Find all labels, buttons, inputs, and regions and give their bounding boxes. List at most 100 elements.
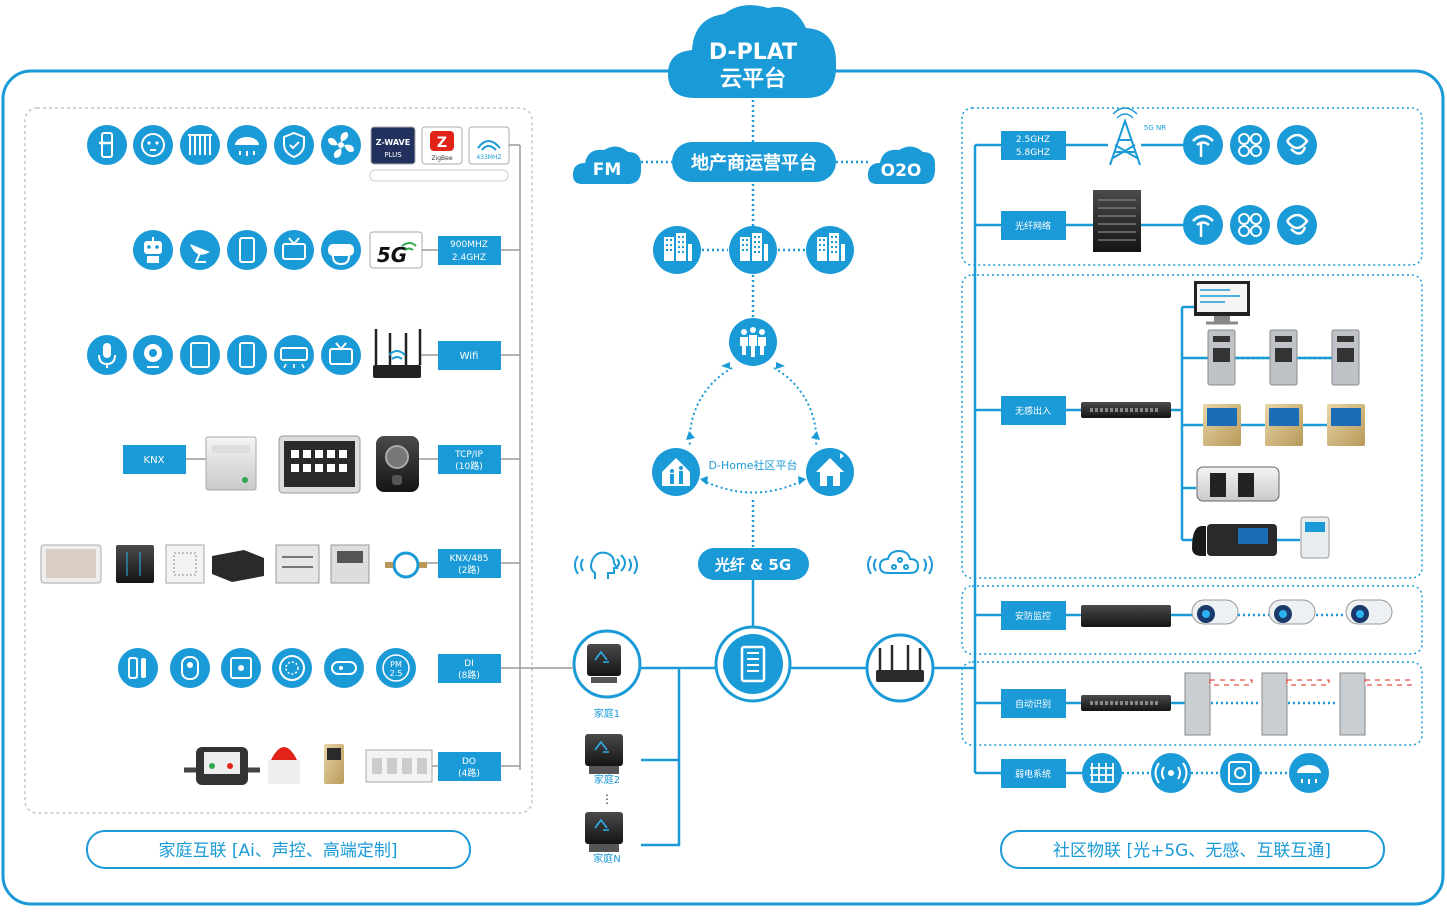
tag-di-line2: (8路) [458,669,480,681]
row1-icons [87,125,361,165]
pm25-sensor-icon: PM2.5 [376,648,416,688]
row7-devices [184,744,433,785]
tag-tcpip-line1: TCP/IP [454,450,483,460]
tag-do-line1: DO [462,757,476,767]
house-icon [806,448,854,496]
phone-icon [227,335,267,375]
knob-controller [376,436,419,492]
svg-text:PM: PM [390,660,402,669]
svg-text:5G: 5G [377,243,407,267]
cloud-link-icon [867,549,933,575]
svg-text:Z: Z [437,135,447,151]
tag-do-line2: (4路) [458,767,480,779]
tag-di [438,654,501,683]
home-router[interactable] [865,633,935,703]
meter-device [330,544,370,584]
camera-icon [133,335,173,375]
tag-access [1001,396,1066,425]
left-caption-pill [86,830,471,869]
china-mobile-icon [1277,125,1317,165]
gas-detector-icon [324,648,364,688]
security-panel [961,585,1423,655]
barrier-gate-device [1184,672,1412,736]
card-reader-device [1300,516,1330,559]
door-station-device [1207,329,1360,386]
tag-knx-label: KNX [144,455,165,466]
people-icon [729,318,777,366]
auto-id-switch-device [1081,695,1171,711]
5g-logo: 5G [369,231,423,269]
tag-900mhz-line1: 900MHZ [450,240,488,250]
water-valve-device [184,747,260,785]
grid-network-icon [1082,753,1122,793]
o2o-cloud[interactable]: O2O [867,146,936,184]
5g-tower-icon [1109,107,1141,166]
tag-wireless [1001,131,1066,160]
management-pc-device [1194,281,1250,325]
home-label-2: 家庭2 [594,773,620,786]
home-panel-n[interactable] [585,812,623,852]
operator-platform-pill[interactable] [672,142,836,182]
buildings-icon [806,226,854,274]
ceiling-ac-device [165,544,205,584]
tag-do [438,752,501,781]
access-panel [961,274,1423,579]
fiber-5g-pill[interactable] [698,548,809,580]
row5-devices [40,544,427,584]
tag-fiber [1001,211,1066,240]
cloud-platform[interactable]: D-PLAT 云平台 [668,5,837,98]
china-unicom-icon [1230,205,1270,245]
tag-fiber-label: 光纤网络 [1015,220,1051,232]
vr-headset-icon [321,230,361,270]
fan-icon [321,125,361,165]
door-lock-icon [87,125,127,165]
turnstile-device [1196,466,1280,502]
home-panel-1[interactable] [572,629,642,699]
home-panel-2[interactable] [585,734,623,774]
right-caption: 社区物联 [光+5G、无感、互联互通] [1053,841,1331,861]
electric-lock-device [324,744,344,784]
china-telecom-icon [1183,125,1223,165]
tag-security [1001,601,1066,630]
tag-tcpip [438,445,501,474]
buildings-icon [729,226,777,274]
safe-box-icon [1220,753,1260,793]
row2-icons [133,230,361,270]
touch-screen-panel [278,435,361,494]
fiber-5g-label: 光纤 & 5G [714,556,791,574]
tv-icon [321,335,361,375]
tag-knx485-line2: (2路) [458,564,480,576]
carrier-row-1 [1183,125,1317,165]
network-panel [961,107,1423,266]
face-recognition-device [1203,404,1365,446]
svg-text:Z-WAVE: Z-WAVE [376,138,410,147]
door-sensor-icon [118,648,158,688]
fm-label: FM [593,160,622,180]
left-caption: 家庭互联 [Ai、声控、高端定制] [158,841,397,861]
tag-access-label: 无感出入 [1015,405,1051,417]
fm-cloud[interactable]: FM [572,146,642,184]
china-unicom-icon [1230,125,1270,165]
tag-knx [123,445,186,474]
cloud-title: D-PLAT [709,40,797,65]
server-hub[interactable] [714,625,792,703]
knx-module-device [205,436,257,491]
433mhz-logo: 433MHZ [468,126,510,165]
voice-control-icon [574,551,638,579]
tv-icon [274,230,314,270]
glass-switch-device [116,545,154,583]
tag-wireless-line1: 2.5GHZ [1016,135,1050,145]
cctv-camera-device [1191,599,1393,625]
china-mobile-icon [1277,205,1317,245]
satellite-dish-icon [180,230,220,270]
network-switch-device [1081,402,1171,418]
olt-chassis-device [1093,190,1141,252]
tag-tcpip-line2: (10路) [455,460,482,472]
home-label-1: 家庭1 [594,707,620,720]
building-cluster [653,226,854,274]
tag-wifi-label: Wifi [460,351,479,362]
carrier-row-2 [1183,205,1317,245]
tag-di-line1: DI [464,659,474,669]
tag-auto-id-label: 自动识别 [1015,698,1051,710]
smart-switch-icon [221,648,261,688]
